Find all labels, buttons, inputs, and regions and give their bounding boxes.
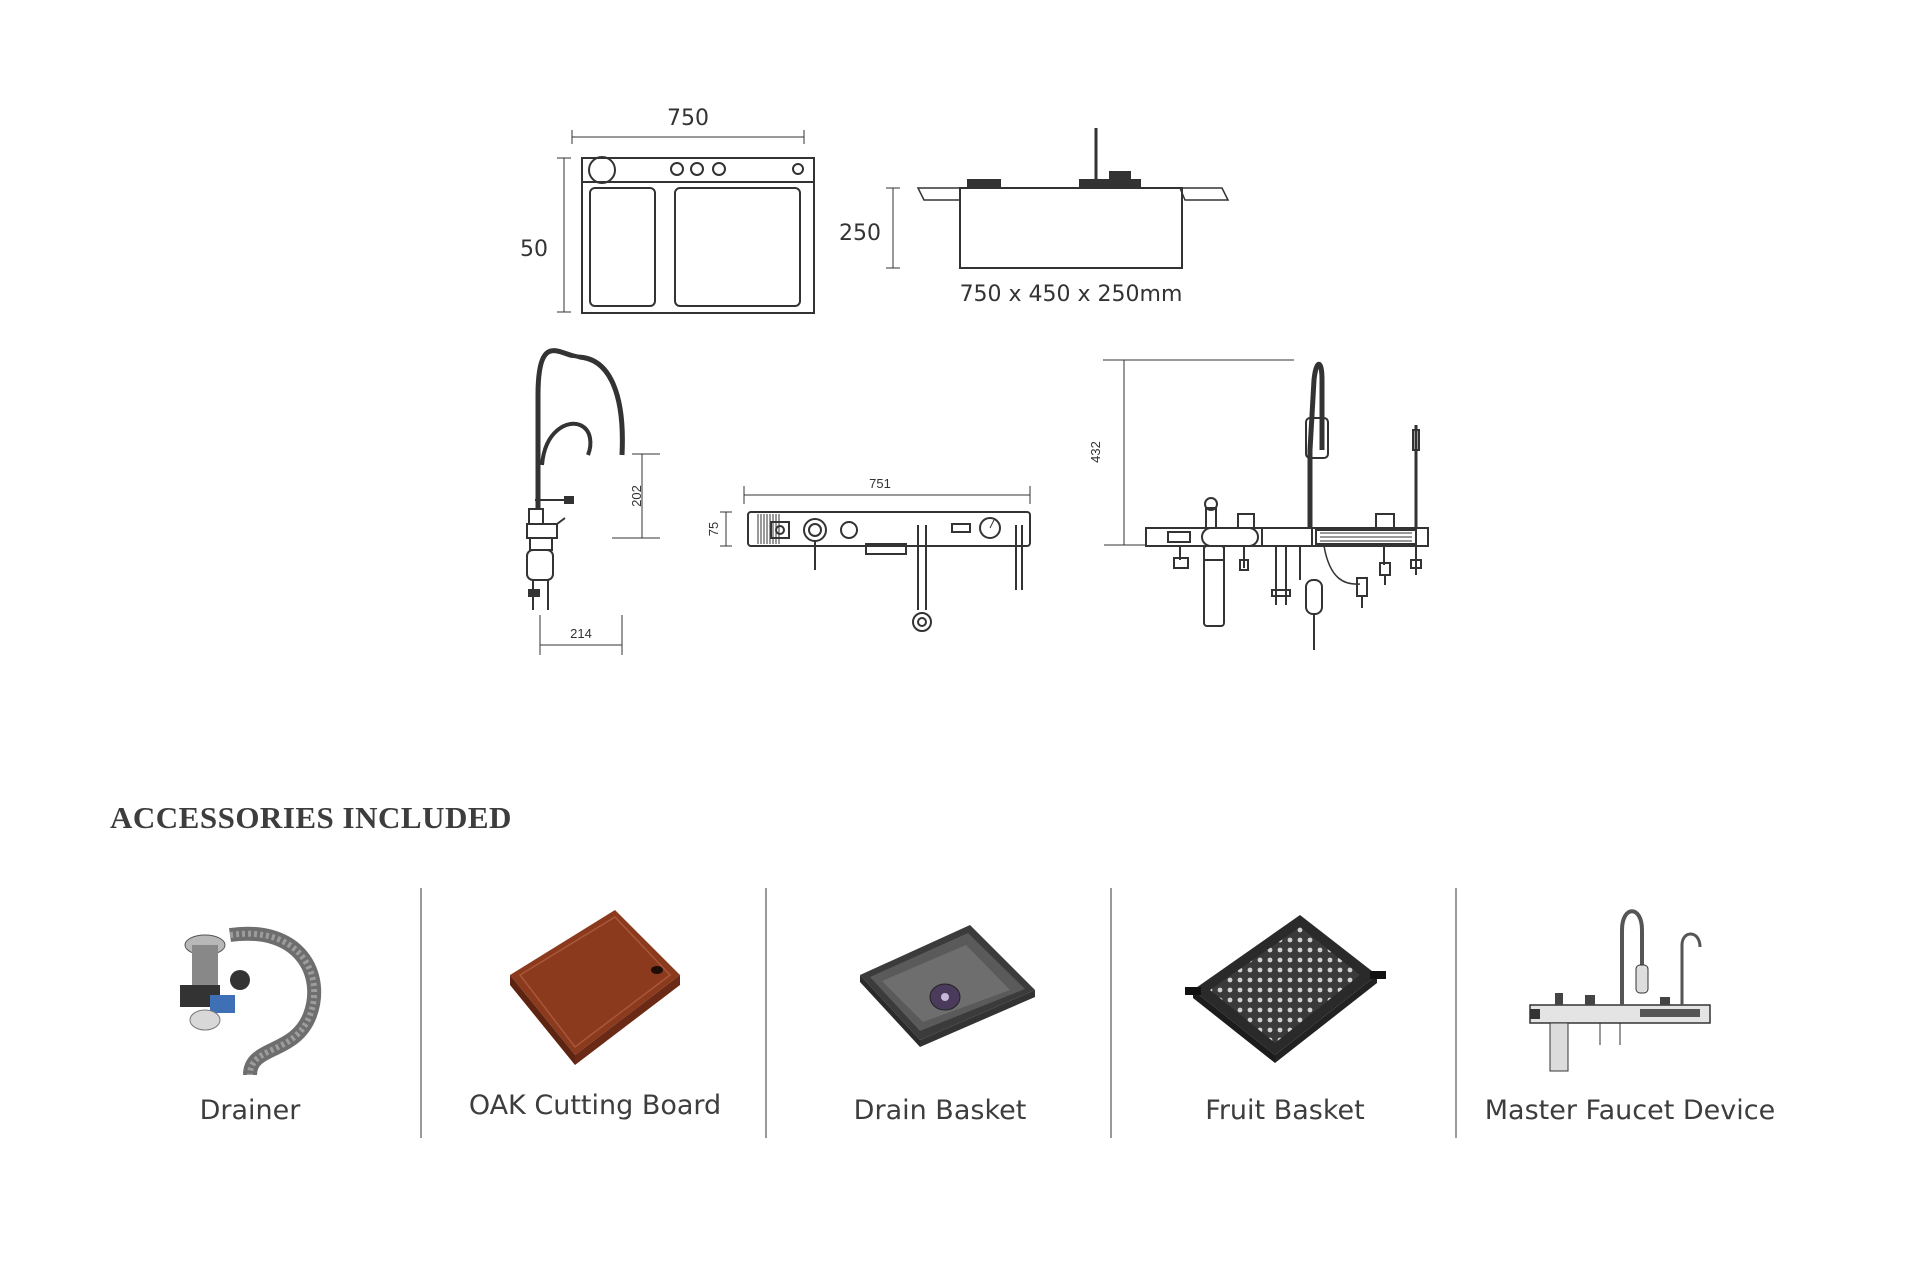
divider xyxy=(420,888,422,1138)
accessory-fruit-basket: Fruit Basket xyxy=(1115,905,1455,1135)
sink-size-caption: 750 x 450 x 250mm xyxy=(960,282,1183,307)
faucet-assembly-view xyxy=(1103,359,1429,650)
accessory-master-faucet-device: Master Faucet Device xyxy=(1460,905,1800,1135)
accessory-label-fruit-basket: Fruit Basket xyxy=(1205,1095,1365,1126)
top-view-width-dim: 750 xyxy=(667,106,709,131)
cutting-board-icon xyxy=(510,910,680,1065)
accessory-cutting-board: OAK Cutting Board xyxy=(425,905,765,1135)
side-view-height-dim: 250 xyxy=(839,221,881,246)
accessory-label-cutting-board: OAK Cutting Board xyxy=(468,1090,722,1121)
divider xyxy=(1455,888,1457,1138)
sink-side-view xyxy=(886,128,1230,269)
faucet-side-view xyxy=(526,348,660,655)
fruit-basket-icon xyxy=(1185,915,1386,1063)
accessory-label-drainer: Drainer xyxy=(199,1095,301,1126)
faucet-height-dim: 202 xyxy=(629,485,644,507)
divider xyxy=(765,888,767,1138)
sink-top-view xyxy=(557,130,815,314)
panel-front-view xyxy=(720,486,1031,632)
accessories-title: ACCESSORIES INCLUDED xyxy=(110,800,512,835)
top-view-depth-dim: 50 xyxy=(520,237,548,262)
accessory-drainer: Drainer xyxy=(80,905,420,1135)
faucet-device-icon xyxy=(1529,909,1711,1072)
accessory-label-master-faucet-device: Master Faucet Device xyxy=(1484,1095,1776,1126)
divider xyxy=(1110,888,1112,1138)
drainer-icon xyxy=(180,926,322,1076)
accessory-drain-basket: Drain Basket xyxy=(770,905,1110,1135)
assembly-height-dim: 432 xyxy=(1088,441,1103,463)
drain-basket-icon xyxy=(860,925,1035,1047)
panel-length-dim: 751 xyxy=(869,476,891,491)
faucet-reach-dim: 214 xyxy=(570,626,592,641)
accessory-label-drain-basket: Drain Basket xyxy=(853,1095,1027,1126)
panel-height-dim: 75 xyxy=(706,522,721,536)
